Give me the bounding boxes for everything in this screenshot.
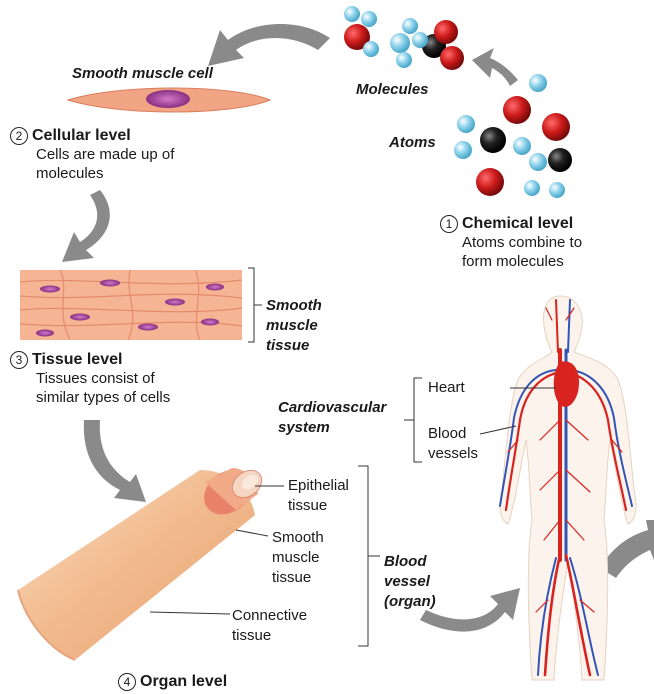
- smooth-muscle-cell: [68, 88, 270, 112]
- smooth-muscle-tissue: [20, 268, 262, 342]
- label-line: Epithelial: [288, 476, 349, 496]
- label-line: muscle: [272, 548, 324, 568]
- level-desc-line: form molecules: [462, 252, 582, 271]
- arrow-system-next: [600, 520, 654, 578]
- level-desc-line: Tissues consist of: [36, 369, 170, 388]
- label-smooth-muscle-tissue-organ: Smooth muscle tissue: [272, 528, 324, 588]
- label-line: vessels: [428, 444, 478, 464]
- arrow-cell-to-tissue: [62, 190, 110, 262]
- level-tissue: 3Tissue level Tissues consist of similar…: [10, 350, 170, 407]
- level-desc-line: Cells are made up of: [36, 145, 174, 164]
- label-line: tissue: [266, 336, 322, 356]
- level-title: Tissue level: [32, 350, 122, 369]
- label-line: (organ): [384, 592, 436, 612]
- label-line: muscle: [266, 316, 322, 336]
- label-connective-tissue: Connective tissue: [232, 606, 307, 646]
- arrow-tissue-to-organ: [84, 420, 146, 502]
- level-cellular: 2Cellular level Cells are made up of mol…: [10, 126, 174, 183]
- molecules-cluster: [344, 6, 464, 70]
- label-line: tissue: [232, 626, 307, 646]
- label-atoms: Atoms: [389, 133, 436, 152]
- label-blood-vessel-organ: Blood vessel (organ): [384, 552, 436, 612]
- label-cardiovascular-system: Cardiovascular system: [278, 398, 386, 438]
- level-desc-line: molecules: [36, 164, 174, 183]
- level-desc-line: Atoms combine to: [462, 233, 582, 252]
- label-line: Smooth: [266, 296, 322, 316]
- label-line: vessel: [384, 572, 436, 592]
- level-title: Chemical level: [462, 214, 573, 233]
- level-organ: 4Organ level: [118, 672, 227, 691]
- arrow-atoms-to-cell: [208, 24, 330, 66]
- level-title: Organ level: [140, 672, 227, 691]
- level-title: Cellular level: [32, 126, 131, 145]
- label-line: Blood: [428, 424, 478, 444]
- label-epithelial-tissue: Epithelial tissue: [288, 476, 349, 516]
- level-number: 4: [118, 673, 136, 691]
- label-line: Cardiovascular: [278, 398, 386, 418]
- label-line: Smooth: [272, 528, 324, 548]
- level-number: 1: [440, 215, 458, 233]
- level-desc-line: similar types of cells: [36, 388, 170, 407]
- atoms-cluster: [454, 74, 572, 198]
- label-line: tissue: [288, 496, 349, 516]
- label-line: Blood: [384, 552, 436, 572]
- label-molecules: Molecules: [356, 80, 429, 99]
- label-smooth-muscle-tissue: Smooth muscle tissue: [266, 296, 322, 356]
- label-line: tissue: [272, 568, 324, 588]
- label-line: Connective: [232, 606, 307, 626]
- level-number: 3: [10, 351, 28, 369]
- level-number: 2: [10, 127, 28, 145]
- label-smooth-muscle-cell: Smooth muscle cell: [72, 64, 213, 83]
- label-blood-vessels: Blood vessels: [428, 424, 478, 464]
- label-line: system: [278, 418, 386, 438]
- arrow-atoms-to-molecules: [472, 48, 518, 86]
- level-chemical: 1Chemical level Atoms combine to form mo…: [440, 214, 582, 271]
- label-heart: Heart: [428, 378, 465, 398]
